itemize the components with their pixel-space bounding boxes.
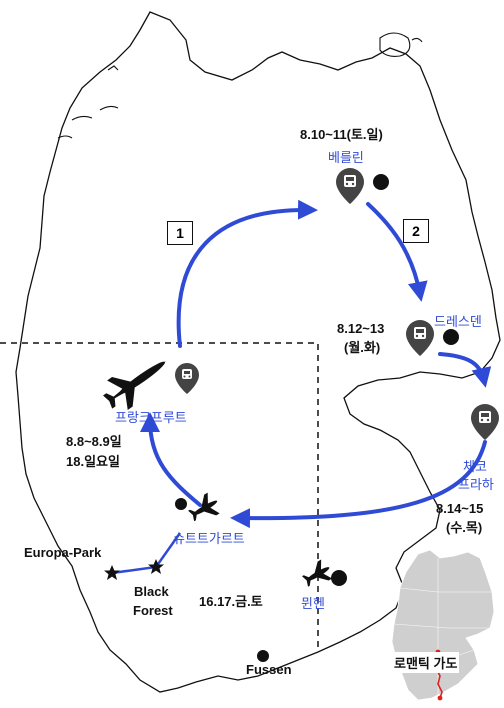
dot-icon xyxy=(373,174,389,190)
blackforest-route xyxy=(111,532,182,575)
prague-days: (수.목) xyxy=(446,520,483,535)
dot-icon xyxy=(443,329,459,345)
fussen-label: Fussen xyxy=(246,662,292,677)
star-icon xyxy=(148,559,164,574)
train-icon xyxy=(471,404,499,440)
arrow-prague-to-stuttgart xyxy=(230,440,487,529)
dresden-dates: 8.12~13 xyxy=(337,321,385,336)
frankfurt-label: 프랑크프루트 xyxy=(115,410,187,425)
train-icon xyxy=(336,168,364,204)
dot-icon xyxy=(175,498,187,510)
stuttgart-dates: 16.17.금.토 xyxy=(199,594,263,609)
germany-border xyxy=(15,11,501,693)
europa-park-label: Europa-Park xyxy=(24,545,102,560)
arrow-berlin-to-dresden xyxy=(366,202,428,302)
prague-dates: 8.14~15 xyxy=(436,501,484,516)
arrow-dresden-to-prague xyxy=(438,352,492,388)
dresden-label: 드레스덴 xyxy=(434,314,482,329)
star-icon xyxy=(104,565,120,580)
black-forest-label-line1: Black xyxy=(134,584,169,599)
dot-icon xyxy=(257,650,269,662)
inset-map xyxy=(391,549,495,701)
dresden-days: (월.화) xyxy=(344,340,381,355)
islands xyxy=(57,32,423,139)
munich-label: 뮌헨 xyxy=(301,596,325,611)
airplane-icon xyxy=(302,559,333,587)
step-badge-2: 2 xyxy=(403,219,429,243)
arrow-frankfurt-to-berlin xyxy=(176,199,318,348)
arrow-stuttgart-to-frankfurt xyxy=(140,412,202,507)
airplane-icon xyxy=(103,360,167,410)
route-arrows xyxy=(140,199,492,529)
berlin-dates: 8.10~11(토.일) xyxy=(300,127,383,142)
airplane-icon xyxy=(188,492,220,522)
frankfurt-dates: 8.8~8.9일 xyxy=(66,434,122,449)
step-badge-1: 1 xyxy=(167,221,193,245)
stuttgart-label: 슈트트가르트 xyxy=(173,531,245,546)
berlin-label: 베를린 xyxy=(328,150,364,165)
dot-icon xyxy=(331,570,347,586)
prague-label-line2: 프라하 xyxy=(458,477,494,492)
train-icon xyxy=(175,363,199,394)
train-icon xyxy=(406,320,434,356)
frankfurt-days: 18.일요일 xyxy=(66,454,120,469)
inset-title: 로맨틱 가도 xyxy=(392,652,460,673)
prague-label-line1: 체코 xyxy=(463,459,487,474)
region-dashed-line xyxy=(0,342,319,650)
black-forest-label-line2: Forest xyxy=(133,603,173,618)
